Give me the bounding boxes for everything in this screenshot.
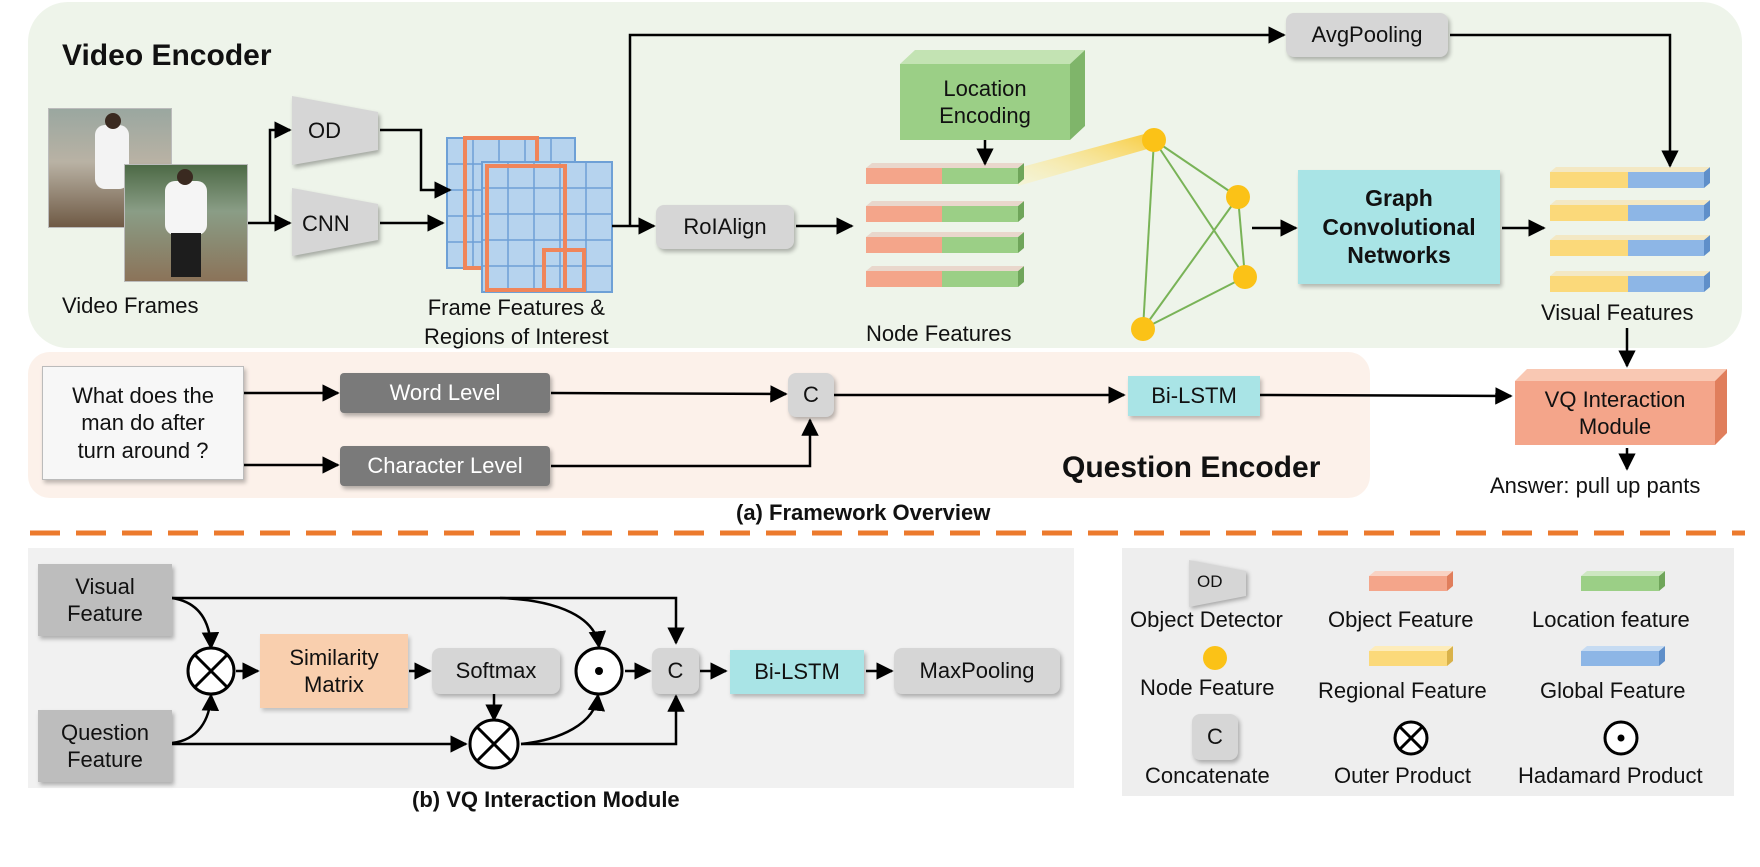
interaction-concat-box: C xyxy=(652,648,699,694)
outer-product-2 xyxy=(468,718,520,770)
interaction-bilstm-box: Bi-LSTM xyxy=(730,650,864,694)
concat-box: C xyxy=(788,373,834,417)
maxpooling-box: MaxPooling xyxy=(894,648,1060,694)
question-encoder-title: Question Encoder xyxy=(1062,451,1321,484)
softmax-box: Softmax xyxy=(432,648,560,694)
vq-module-box xyxy=(1515,369,1727,445)
legend-global-feature-bar xyxy=(1581,646,1665,666)
visual-feature-box: Visual Feature xyxy=(38,564,172,636)
answer-label: Answer: pull up pants xyxy=(1490,473,1701,498)
video-frame-front xyxy=(124,164,248,282)
legend-location-feature: Location feature xyxy=(1532,607,1690,632)
bilstm-box: Bi-LSTM xyxy=(1128,376,1260,416)
word-level-box: Word Level xyxy=(340,373,550,413)
encoder-arrows xyxy=(244,26,1679,474)
legend-concat-icon: C xyxy=(1192,714,1238,760)
graph-nodes xyxy=(1131,128,1257,341)
caption-a: (a) Framework Overview xyxy=(736,500,991,525)
graph xyxy=(1142,139,1246,330)
legend-od-icon xyxy=(1189,560,1246,607)
node-features-label: Node Features xyxy=(866,321,1012,346)
legend-outer-product-icon xyxy=(1393,720,1429,756)
cnn-shape xyxy=(292,188,378,256)
legend-hadamard-product: Hadamard Product xyxy=(1518,763,1703,788)
vq-module-label: VQ Interaction Module xyxy=(1544,386,1686,440)
question-text-box: What does the man do after turn around ? xyxy=(42,366,244,480)
legend-object-feature-bar xyxy=(1369,571,1453,591)
visual-feature-bars xyxy=(1550,167,1710,292)
legend-concatenate: Concatenate xyxy=(1145,763,1270,788)
legend-node-feature: Node Feature xyxy=(1140,675,1275,700)
visual-features-label: Visual Features xyxy=(1541,300,1694,325)
location-encoding-label: Location Encoding xyxy=(939,75,1031,129)
legend-object-feature: Object Feature xyxy=(1328,607,1474,632)
question-feature-box: Question Feature xyxy=(38,710,172,782)
legend-od-icon-text: OD xyxy=(1197,572,1223,591)
frame-features-label: Frame Features & Regions of Interest xyxy=(424,295,609,349)
legend-node-icon xyxy=(1203,646,1227,670)
interaction-arrows xyxy=(171,596,894,753)
outer-product-1 xyxy=(186,646,236,696)
legend-global-feature: Global Feature xyxy=(1540,678,1686,703)
legend-object-detector: Object Detector xyxy=(1130,607,1283,632)
attention-beam xyxy=(1018,132,1158,186)
character-level-box: Character Level xyxy=(340,446,550,486)
gcn-box: Graph Convolutional Networks xyxy=(1298,170,1500,284)
video-encoder-title: Video Encoder xyxy=(62,39,272,72)
roialign-box: RoIAlign xyxy=(656,205,794,249)
legend-outer-product: Outer Product xyxy=(1334,763,1471,788)
legend-location-feature-bar xyxy=(1581,571,1665,591)
legend-regional-feature: Regional Feature xyxy=(1318,678,1487,703)
legend-regional-feature-bar xyxy=(1369,646,1453,666)
cnn-label: CNN xyxy=(302,211,350,236)
od-shape xyxy=(292,96,378,165)
location-encoding-box xyxy=(900,50,1085,140)
feature-map-front xyxy=(481,161,613,293)
video-frames-label: Video Frames xyxy=(62,293,199,318)
node-feature-bars xyxy=(866,163,1024,287)
od-label: OD xyxy=(308,118,341,143)
similarity-matrix-box: Similarity Matrix xyxy=(260,634,408,708)
caption-b: (b) VQ Interaction Module xyxy=(412,787,680,812)
avgpooling-box: AvgPooling xyxy=(1286,13,1448,57)
